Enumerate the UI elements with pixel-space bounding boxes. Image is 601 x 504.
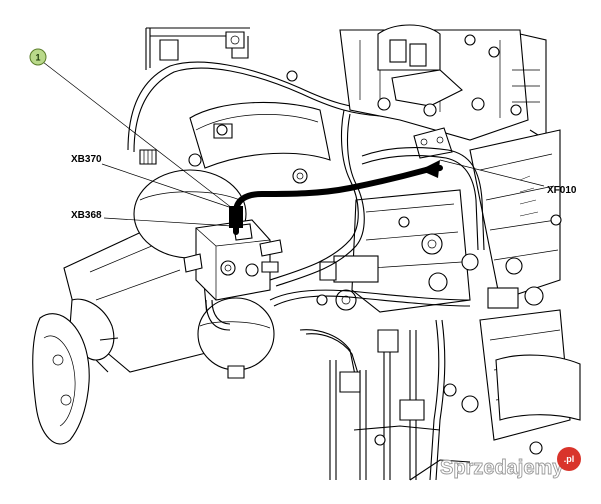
leader-xf010 xyxy=(439,159,545,187)
watermark-badge-text: .pl xyxy=(564,454,575,464)
marker-1: 1 xyxy=(29,48,47,66)
watermark-badge xyxy=(557,447,581,471)
callout-xf010: XF010 xyxy=(547,185,577,196)
highlighted-hose xyxy=(229,160,443,235)
watermark-text: Sprzedajemy xyxy=(440,457,564,479)
callout-xb370: XB370 xyxy=(71,154,102,165)
engine-line-art xyxy=(32,24,581,481)
leader-xb368 xyxy=(103,217,233,227)
callout-xb368: XB368 xyxy=(71,210,102,221)
leader-xb370 xyxy=(101,163,233,209)
callout-labels: XB370 XB368 XF010 xyxy=(71,154,577,221)
leader-marker-1 xyxy=(42,61,233,209)
leader-lines xyxy=(42,61,545,227)
marker-circle xyxy=(29,48,47,66)
watermark: Sprzedajemy .pl xyxy=(440,447,581,479)
marker-number: 1 xyxy=(35,53,40,63)
